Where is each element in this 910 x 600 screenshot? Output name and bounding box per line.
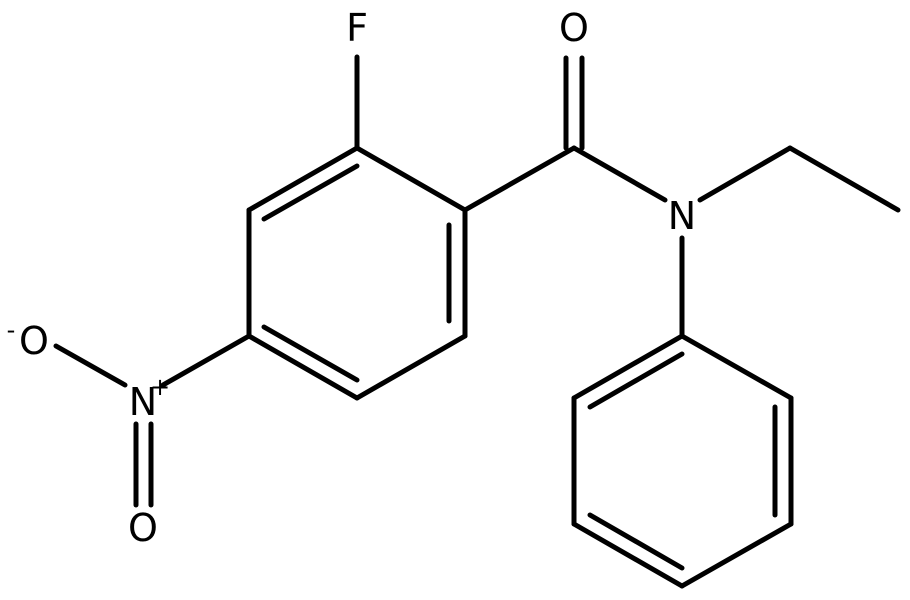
phenyl-bond-3 <box>679 521 794 589</box>
ring-a-bond-1 <box>354 145 468 213</box>
amide-nitrogen-label: N <box>668 194 696 238</box>
ring-a-bond-4 <box>246 333 360 401</box>
ring-a-bond-3 <box>354 333 468 401</box>
nitro-oxygen-double-label: O <box>128 506 158 550</box>
fluorine-atom-label: F <box>346 6 368 50</box>
ring-a-bond-6 <box>246 145 360 213</box>
nitro-oxygen-minus-charge: - <box>7 316 16 344</box>
nitro-to-oxygen-minus-bond <box>53 343 128 388</box>
ring-a-bond-6-inner <box>261 163 360 222</box>
phenyl-bond-6 <box>571 333 685 401</box>
nitro-nitrogen-label: N <box>129 380 157 424</box>
phenyl-bond-1 <box>679 333 794 401</box>
atom-label-layer: F O N N + O - O <box>7 6 697 550</box>
nitro-oxygen-minus-label: O <box>19 319 49 363</box>
ring-a-bond-4-inner <box>261 324 360 383</box>
phenyl-bond-6-inner <box>587 351 685 410</box>
nitrogen-to-ethyl-bond <box>697 145 793 203</box>
carbonyl-oxygen-label: O <box>559 6 589 50</box>
phenyl-bond-4-inner <box>587 512 685 571</box>
carbonyl-to-nitrogen-bond <box>571 145 668 203</box>
ring-to-nitro-bond <box>160 333 252 388</box>
phenyl-bond-4 <box>571 521 685 589</box>
ring-to-carbonyl-bond <box>462 145 577 213</box>
nitro-nitrogen-charge: + <box>150 373 170 401</box>
ethyl-terminal-bond <box>787 145 901 213</box>
bond-layer <box>53 54 901 589</box>
